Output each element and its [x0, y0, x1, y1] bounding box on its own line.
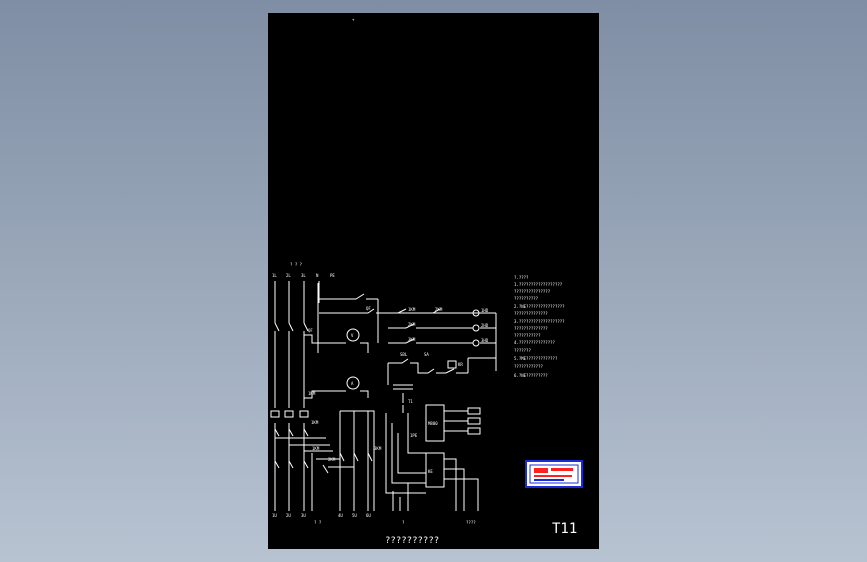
label-3KM-row3: 3KM [408, 337, 416, 342]
note-line: 2.?NE???????????????? [514, 304, 565, 309]
label-KM-side: 1KM [311, 420, 319, 425]
label-lamp-3HD: 3HD [481, 338, 489, 343]
label-L1: 1L [272, 273, 277, 278]
label-3KM-main: 3KM [374, 446, 382, 451]
top-marker: + [352, 17, 355, 22]
label-bottom-mid: ? ? [314, 520, 322, 525]
voltmeter-symbol: V [351, 333, 354, 338]
power-bus-lines [270, 281, 375, 511]
note-line: ??????????? [514, 333, 541, 338]
phase-group-label: ? ? ? [290, 262, 303, 267]
note-line: ?????????????? [514, 326, 548, 331]
technical-notes: ?.???? 1.?????????????????? ????????????… [514, 275, 565, 378]
note-line: ??????????????? [514, 289, 551, 294]
meter-circuits [304, 328, 369, 399]
block-M800: M800 [428, 421, 438, 426]
label-lamp-1HD: 1HD [481, 308, 489, 313]
company-logo [525, 460, 583, 488]
note-line: ?.???? [514, 275, 529, 280]
bottom-caption: ?????????? [385, 536, 439, 546]
label-T1: T1 [408, 399, 413, 404]
label-1KM-row: 1KM [408, 307, 416, 312]
note-line: 4.??????????????? [514, 340, 556, 345]
ammeter-symbol: A [351, 381, 354, 386]
terminal-2U: 2U [286, 513, 291, 518]
terminal-3U: 3U [301, 513, 306, 518]
label-L2: 2L [286, 273, 291, 278]
terminal-6U: 6U [366, 513, 371, 518]
terminal-4U: 4U [338, 513, 343, 518]
note-line: 1.?????????????????? [514, 282, 563, 287]
label-N: N [316, 273, 319, 278]
lamp-circuits [377, 308, 497, 371]
label-QF-meter: QF [308, 328, 313, 333]
label-SA: SA [424, 352, 429, 357]
note-line: 6.?NE????????? [514, 373, 548, 378]
label-2KM-main: 2KM [328, 457, 336, 462]
terminal-1U: 1U [272, 513, 277, 518]
label-2KM-row2: 2KM [408, 322, 416, 327]
label-1KM-meter: 1KM [308, 391, 316, 396]
label-1KM-main: 1KM [312, 446, 320, 451]
note-line: ???????????? [514, 364, 543, 369]
label-2KM-row: 2KM [435, 307, 443, 312]
note-line: ?????????????? [514, 311, 548, 316]
label-PE: PE [330, 273, 335, 278]
control-switches [387, 357, 496, 385]
label-L3: 3L [301, 273, 306, 278]
note-line: 5.?ME????????????? [514, 356, 558, 361]
note-line: 3.??????????????????? [514, 319, 565, 324]
label-SB: SBL [400, 352, 408, 357]
block-KE: KE [428, 469, 433, 474]
label-lamp-2HD: 2HD [481, 323, 489, 328]
note-line: ??????? [514, 348, 531, 353]
logic-section [385, 384, 481, 511]
label-bottom-center: ? [402, 520, 405, 525]
title-block-id: T11 [552, 521, 577, 537]
note-line: ?????????? [514, 296, 539, 301]
control-feed [319, 293, 496, 343]
label-QF: QF [366, 306, 371, 311]
terminal-5U: 5U [352, 513, 357, 518]
schematic-canvas: + ? ? ? 1L 2L 3L N PE 1KM 2KM 3KM 1KM [270, 17, 583, 546]
schematic-drawing: + ? ? ? 1L 2L 3L N PE 1KM 2KM 3KM 1KM [268, 13, 599, 549]
label-bottom-right: ???? [466, 520, 476, 525]
label-1PE: 1PE [410, 433, 418, 438]
label-KR: KR [458, 362, 463, 367]
